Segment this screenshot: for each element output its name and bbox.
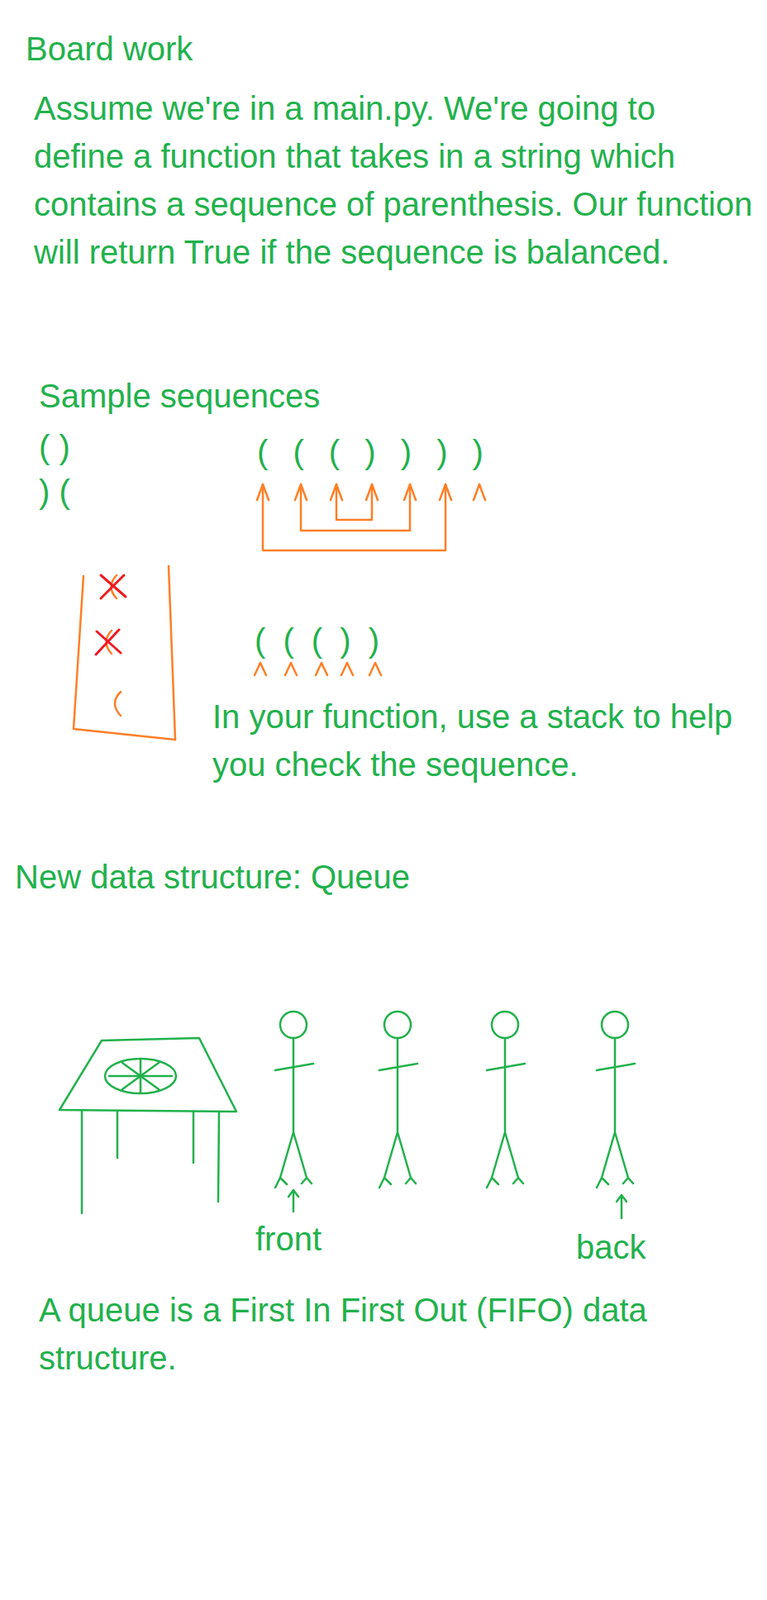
pair-line bbox=[300, 484, 410, 531]
stack-drawing bbox=[73, 566, 176, 740]
section-heading: Sample sequences bbox=[38, 371, 320, 420]
sample-sequence: ( ( ( ) ) ) ) bbox=[257, 428, 484, 477]
definition-text: A queue is a First In First Out (FIFO) d… bbox=[38, 1286, 725, 1382]
matching-arrows bbox=[254, 484, 486, 676]
section-heading: New data structure: Queue bbox=[14, 852, 410, 901]
sample-sequence: ( ( ( ) ) bbox=[254, 616, 380, 665]
queue-label: front bbox=[255, 1214, 322, 1263]
carets bbox=[254, 662, 382, 676]
pair-line bbox=[336, 484, 372, 520]
sample-sequence: ) ( bbox=[38, 467, 71, 516]
board-title: Board work bbox=[25, 24, 193, 73]
pointer-arrows bbox=[288, 1190, 627, 1219]
table-with-pizza bbox=[59, 1038, 237, 1214]
instruction-note: In your function, use a stack to help yo… bbox=[212, 692, 742, 789]
task-text: Assume we're in a main.py. We're going t… bbox=[33, 84, 753, 277]
queue-label: back bbox=[576, 1223, 647, 1272]
sample-sequence: ( ) bbox=[38, 423, 71, 472]
pair-line bbox=[262, 484, 446, 551]
people-in-line bbox=[275, 1011, 635, 1188]
